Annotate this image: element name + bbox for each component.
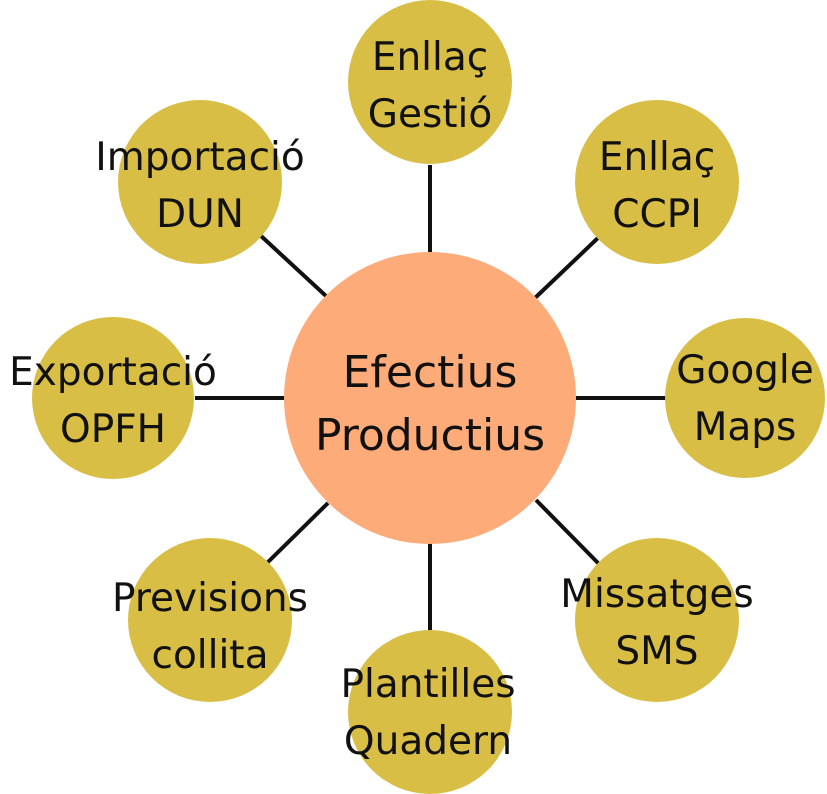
center-node: Efectius Productius — [284, 252, 576, 544]
node-label-line1: Exportació — [9, 350, 217, 395]
node-circle — [575, 100, 739, 264]
node-label-line2: Quadern — [344, 719, 512, 764]
node-label-line2: CCPI — [612, 192, 701, 237]
node-circle — [348, 630, 512, 794]
node-label-line1: Missatges — [560, 572, 753, 617]
center-circle — [284, 252, 576, 544]
connector-previsions-collita — [263, 501, 330, 567]
node-enllac-gestio: Enllaç Gestió — [348, 0, 512, 164]
node-exportacio-opfh: Exportació OPFH — [9, 317, 217, 479]
node-label-line2: OPFH — [60, 407, 166, 452]
node-label-line1: Enllaç — [372, 35, 488, 80]
connector-enllac-ccpi — [533, 234, 602, 300]
node-circle — [348, 0, 512, 164]
node-label-line2: DUN — [156, 192, 244, 237]
node-label-line2: Maps — [694, 405, 797, 450]
node-circle — [665, 318, 825, 478]
node-label-line2: SMS — [615, 629, 698, 674]
connector-missatges-sms — [534, 498, 602, 567]
node-previsions-collita: Previsions collita — [112, 538, 308, 702]
node-circle — [118, 100, 282, 264]
node-label-line2: collita — [152, 633, 269, 678]
node-label-line1: Google — [676, 348, 814, 393]
node-enllac-ccpi: Enllaç CCPI — [575, 100, 739, 264]
connector-importacio-dun — [258, 233, 328, 298]
node-missatges-sms: Missatges SMS — [560, 538, 754, 702]
node-importacio-dun: Importació DUN — [95, 100, 305, 264]
node-circle — [575, 538, 739, 702]
node-label-line1: Previsions — [112, 576, 308, 621]
node-google-maps: Google Maps — [665, 318, 825, 478]
node-circle — [32, 317, 194, 479]
node-label-line1: Enllaç — [599, 135, 715, 180]
connectors — [195, 165, 666, 632]
center-label-line2: Productius — [315, 410, 545, 461]
center-label-line1: Efectius — [343, 347, 518, 398]
node-label-line1: Plantilles — [340, 662, 515, 707]
node-label-line2: Gestió — [368, 92, 493, 137]
node-circle — [128, 538, 292, 702]
node-label-line1: Importació — [95, 135, 304, 180]
node-plantilles-quadern: Plantilles Quadern — [340, 630, 516, 794]
